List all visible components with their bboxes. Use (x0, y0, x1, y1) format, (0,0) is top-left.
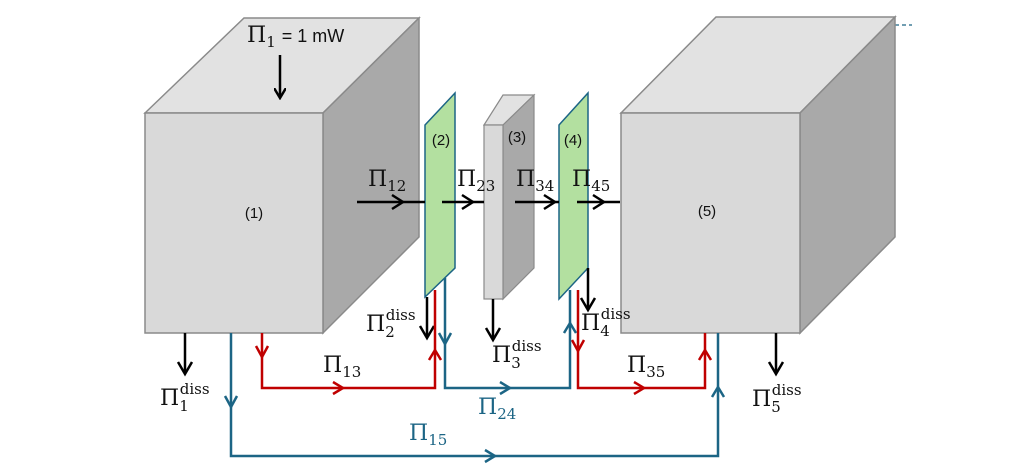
diss-1-arrowhead (176, 361, 194, 377)
block-3: (3) (482, 93, 536, 301)
bypass-15-arrowhead-down (223, 395, 239, 410)
bypass-15-path (229, 333, 720, 458)
bypass-35-label: Π35 (627, 353, 665, 381)
bypass-13: Π13 (254, 290, 443, 396)
block-4-plate (558, 91, 589, 301)
dissipation-flows: Π1diss Π2diss Π3diss Π4diss Π5diss (160, 268, 802, 416)
block-2-label: (2) (432, 132, 450, 149)
block-1-front (144, 112, 324, 334)
flow-34-label: Π34 (516, 167, 554, 195)
bypass-35-arrowhead-right (633, 380, 647, 396)
bypass-35-arrowhead-down (570, 339, 586, 354)
bypass-13-label: Π13 (323, 353, 361, 381)
block-1: (1) (143, 16, 421, 335)
input-power: Π1= 1 mW (247, 23, 344, 98)
forward-flows: Π12 Π23 Π34 Π45 (357, 167, 620, 211)
block-4-label: (4) (564, 132, 582, 149)
block-3-label: (3) (508, 129, 526, 146)
block-2: (2) (424, 91, 456, 299)
diss-2-label: Π2diss (366, 306, 416, 341)
bypass-24-arrowhead-right (499, 380, 513, 396)
bypass-13-arrowhead-up (427, 347, 443, 361)
flow-45-arrowhead (592, 193, 607, 211)
diss-3-label: Π3diss (492, 337, 542, 372)
bypass-24-path (443, 278, 572, 390)
diss-5-label: Π5diss (752, 381, 802, 416)
flow-23-arrowhead (461, 193, 476, 211)
flow-34-arrowhead (543, 193, 558, 211)
flow-45-label: Π45 (572, 167, 610, 195)
flow-23-label: Π23 (457, 167, 495, 195)
bypass-15-arrowhead-right (484, 448, 498, 464)
block-3-side (502, 93, 535, 301)
diss-5-arrowhead (767, 361, 785, 377)
bypass-24: Π24 (437, 278, 578, 423)
bypass-24-label: Π24 (478, 395, 516, 423)
bypass-24-arrowhead-down (437, 332, 453, 347)
diss-3-arrowhead (484, 327, 502, 343)
flow-12-arrowhead (391, 193, 406, 211)
block-5: (5) (619, 15, 897, 335)
diss-4-label: Π4diss (581, 305, 631, 340)
bypass-15-arrowhead-up (710, 384, 726, 398)
block-5-front (620, 112, 801, 334)
input-power-label: Π1= 1 mW (247, 23, 344, 51)
diss-1-label: Π1diss (160, 380, 210, 415)
bypass-13-arrowhead-right (332, 380, 346, 396)
bypass-24-arrowhead-up (562, 320, 578, 334)
diss-4-arrowhead (579, 297, 597, 313)
bypass-35-path (576, 290, 707, 390)
bypass-35: Π35 (570, 290, 713, 396)
bypass-13-arrowhead-down (254, 345, 270, 360)
block-4: (4) (558, 91, 589, 301)
diss-2-arrowhead (418, 325, 436, 341)
block-2-plate (424, 91, 456, 299)
bypass-35-arrowhead-up (697, 347, 713, 361)
bypass-15: Π15 (223, 333, 726, 464)
block-3-front (483, 124, 504, 300)
flow-12-label: Π12 (368, 167, 406, 195)
bypass-15-label: Π15 (409, 421, 447, 449)
block-5-label: (5) (698, 203, 716, 220)
block-1-label: (1) (245, 205, 263, 222)
bypass-13-path (260, 290, 437, 390)
